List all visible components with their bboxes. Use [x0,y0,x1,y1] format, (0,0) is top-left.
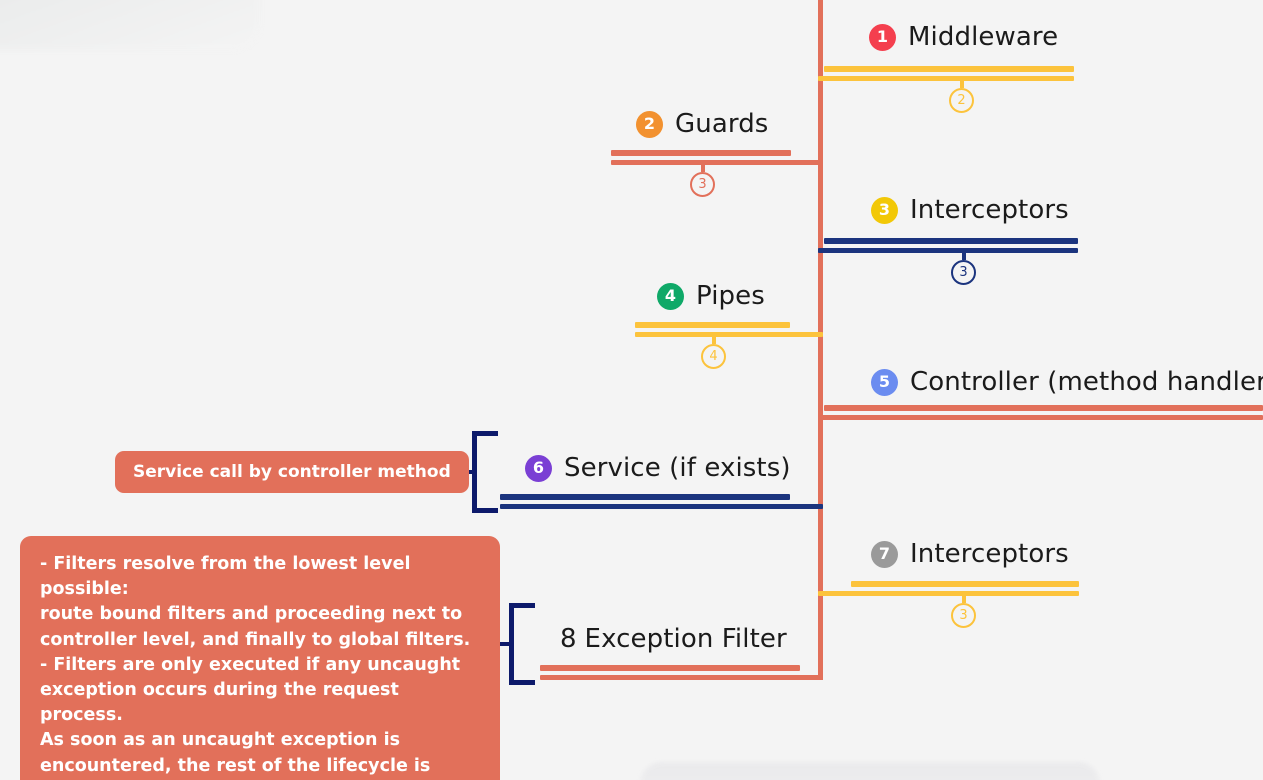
step-marker-stem [959,79,964,88]
step-marker-ring: 3 [951,260,976,285]
step-marker-middleware: 2 [949,79,974,113]
stage-interceptors-out-head: 7 Interceptors [871,539,1069,569]
bracket-bottom-arm [472,508,498,513]
stage-rule-exception-filter-bottom [540,675,823,680]
step-marker-interceptors-in: 3 [951,251,976,285]
stage-number-8: 8 [560,624,577,654]
lifecycle-spine-upper [818,0,823,414]
stage-label-pipes: Pipes [696,281,765,311]
step-marker-ring: 4 [701,344,726,369]
step-marker-ring: 2 [949,88,974,113]
step-marker-interceptors-out: 3 [951,594,976,628]
stage-controller[interactable]: 5 Controller (method handler) [871,367,1263,397]
stage-rule-guards-top [611,150,791,156]
step-marker-guards: 3 [690,163,715,197]
step-marker-stem [961,594,966,603]
stage-label-middleware: Middleware [908,22,1059,52]
stage-rule-interceptors-in-bottom [818,248,1078,253]
background-glow-top-left [0,0,260,50]
stage-interceptors-in[interactable]: 3 Interceptors [871,195,1069,225]
stage-middleware-head: 1 Middleware [869,22,1058,52]
exception-filter-bracket [500,603,536,685]
bracket-stem [500,642,510,646]
stage-pipes[interactable]: 4 Pipes [657,281,765,311]
stage-rule-interceptors-in-top [824,238,1078,244]
stage-rule-controller-bottom [818,415,1263,420]
background-glow-bottom [640,762,1100,780]
stage-badge-5: 5 [871,368,898,396]
stage-controller-head: 5 Controller (method handler) [871,367,1263,397]
stage-interceptors-out[interactable]: 7 Interceptors [871,539,1069,569]
step-marker-stem [700,163,705,172]
stage-middleware[interactable]: 1 Middleware [869,22,1058,52]
stage-badge-4: 4 [657,282,684,310]
stage-label-service: Service (if exists) [564,453,791,483]
stage-rule-guards-bottom [611,160,823,165]
stage-rule-middleware-top [824,66,1074,72]
stage-label-interceptors-out: Interceptors [910,539,1069,569]
stage-label-exception-filter: Exception Filter [584,624,787,654]
stage-exception-filter-head: 8 Exception Filter [560,624,787,654]
stage-guards[interactable]: 2 Guards [636,109,768,139]
stage-badge-3: 3 [871,196,898,224]
step-marker-stem [961,251,966,260]
bracket-vertical [472,431,477,513]
stage-rule-service-top [500,494,790,500]
step-marker-ring: 3 [690,172,715,197]
stage-rule-pipes-top [635,322,790,328]
stage-interceptors-in-head: 3 Interceptors [871,195,1069,225]
stage-rule-middleware-bottom [818,76,1074,81]
stage-label-controller: Controller (method handler) [910,367,1263,397]
bracket-top-arm [472,431,498,436]
stage-service-head: 6 Service (if exists) [525,453,791,483]
bracket-top-arm [509,603,535,608]
stage-label-interceptors-in: Interceptors [910,195,1069,225]
stage-guards-head: 2 Guards [636,109,768,139]
bracket-vertical [509,603,514,685]
stage-exception-filter[interactable]: 8 Exception Filter [560,624,787,654]
stage-rule-exception-filter-top [540,665,800,671]
step-marker-ring: 3 [951,603,976,628]
stage-badge-1: 1 [869,23,896,51]
filters-note-box: - Filters resolve from the lowest level … [20,536,500,780]
stage-service[interactable]: 6 Service (if exists) [525,453,791,483]
stage-label-guards: Guards [675,109,769,139]
stage-rule-controller-top [824,405,1263,411]
stage-pipes-head: 4 Pipes [657,281,765,311]
stage-rule-interceptors-out-bottom [818,591,1079,596]
lifecycle-spine-lower [818,414,823,680]
stage-badge-6: 6 [525,454,552,482]
stage-rule-pipes-bottom [635,332,823,337]
stage-rule-interceptors-out-top [851,581,1079,587]
bracket-bottom-arm [509,680,535,685]
stage-rule-service-bottom [500,504,823,509]
service-call-callout: Service call by controller method [115,451,469,493]
step-marker-pipes: 4 [701,335,726,369]
step-marker-stem [711,335,716,344]
stage-badge-7: 7 [871,540,898,568]
stage-badge-2: 2 [636,110,663,138]
